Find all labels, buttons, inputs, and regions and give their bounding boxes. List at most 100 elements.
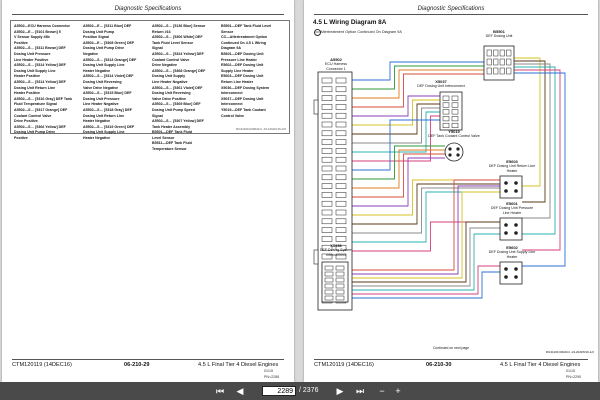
wire: [352, 99, 440, 126]
legend-line: Tank Fluid Level Sensor: [152, 40, 194, 45]
legend-line: Pressure Line Heater: [221, 57, 257, 62]
legend-line: Interconnect: [221, 91, 243, 96]
legend-line: X5037—DEF Dosing Unit: [221, 96, 264, 101]
legend-id: RG31190,0000AF4 -19-12MAY16-2/2: [236, 127, 286, 131]
a5502-pin: [321, 104, 333, 110]
zoom-out-button[interactable]: −: [376, 385, 388, 397]
footer-pn: PN=2290: [566, 375, 582, 379]
legend-line: A5502—S… [5311 Brown] DEF: [14, 46, 66, 51]
legend-line: A5502—E… [5308 Green] DEF: [83, 40, 135, 45]
a5502-pin: [321, 183, 333, 189]
legend-line: Heater Negative: [83, 119, 111, 124]
a5502-pin: [335, 236, 347, 242]
wire: [348, 191, 500, 279]
legend-line: Dosing Unit Pump Drive: [83, 46, 125, 51]
legend-line: A5502—S… [5366 Yellow] DEF: [14, 124, 66, 129]
legend-line: B5501—DEF Tank Fluid Level: [221, 24, 272, 28]
a5502-pin: [335, 253, 347, 260]
legend-line: A5502—S… [5369 Blue] DEF: [152, 102, 201, 107]
x5036-pin: [324, 295, 334, 301]
footer-rule: [314, 359, 588, 360]
legend-line: Coolant Control Valve: [152, 57, 190, 62]
a5502-pin: [321, 174, 333, 181]
wire: [352, 115, 440, 162]
x5037-pin: [442, 116, 450, 122]
legend-line: Level Sensor: [152, 135, 175, 140]
a5502-pin: [335, 192, 347, 198]
wire: [514, 69, 561, 251]
wire: [348, 227, 500, 287]
zoom-out-icon: −: [379, 386, 385, 396]
legend-line: Y5019—DEF Tank Coolant: [221, 107, 266, 112]
a5502-pin: [335, 244, 347, 251]
legend-line: Fluid Temperature Signal: [14, 102, 57, 107]
b5501-pin: [493, 58, 499, 66]
diagram-id: RG31190,000AF4 -19-20APR16-1/2: [545, 350, 594, 354]
legend-line: X5036—DEF Dosing System: [221, 85, 270, 90]
wire: [348, 265, 500, 295]
zoom-in-button[interactable]: +: [392, 385, 404, 397]
legend-line: Dosing Unit Pump: [83, 29, 115, 34]
x5037-pin: [451, 102, 459, 108]
header-rule: [12, 14, 284, 15]
legend-line: Heater Negative: [83, 68, 111, 73]
wire-bundle: [348, 57, 566, 299]
a5502-pin: [335, 218, 347, 225]
legend-line: A5502—S… [5317 Orange] DEF: [14, 107, 68, 112]
wire: [514, 66, 556, 235]
b5501-pin: [486, 58, 492, 66]
legend-line: Interconnect: [221, 102, 243, 107]
x5036-pin: [324, 289, 334, 295]
wire: [352, 157, 445, 207]
x5037-pin: [451, 95, 459, 101]
x5037-pin: [451, 116, 459, 122]
page-number-input[interactable]: [262, 386, 296, 396]
legend-line: Return #16: [152, 29, 171, 34]
right-page: Diagnostic Specifications 4.5 L Wiring D…: [304, 0, 598, 382]
a5502-pin: [335, 121, 347, 128]
legend-line: A5502—S… [5307 Yellow] DEF: [152, 119, 204, 124]
wire: [352, 149, 445, 189]
wire: [514, 72, 566, 267]
a5502-pin: [335, 156, 347, 163]
x5036-pin: [335, 283, 345, 289]
footer-title: 4.5 L Final Tier 4 Diesel Engines: [500, 362, 581, 368]
legend-line: Line Heater Negative: [152, 79, 188, 84]
legend-line: Heater Negative: [83, 135, 111, 140]
wire: [352, 119, 440, 171]
b5501-pin: [486, 49, 492, 57]
a5502-pin: [321, 192, 333, 198]
first-page-button[interactable]: ⏮: [214, 385, 226, 397]
prev-page-button[interactable]: ◀: [234, 385, 246, 397]
legend-line: A5502—S… [5319 Green] DEF: [83, 124, 135, 129]
legend-line: Drive Positive: [14, 119, 38, 124]
legend-line: A5502—ECU Harness Connector: [14, 24, 70, 28]
legend-line: Sensor: [221, 29, 234, 34]
cc-reference-icon: CC: [314, 29, 321, 36]
legend-line: Signal: [152, 46, 163, 51]
legend-line: Positive: [14, 135, 28, 140]
legend-line: A5502—E… [5101 Brown] 5: [14, 29, 61, 34]
legend-line: Dosing Unit Reversing: [83, 79, 122, 84]
diagram-note: Aftertreatment Option Continued On Diagr…: [320, 30, 402, 34]
a5502-pin: [321, 130, 333, 137]
next-page-button[interactable]: ▶: [334, 385, 346, 397]
a5502-pin: [321, 253, 333, 260]
x5037-pin: [451, 109, 459, 115]
last-page-button[interactable]: ⏭: [354, 385, 366, 397]
x5037-connector: [439, 91, 463, 131]
b5501-pin: [506, 67, 512, 75]
legend-line: Control Valve: [221, 113, 244, 118]
legend-line: A5502—S… [5324 Yellow] DEF: [152, 51, 204, 56]
legend-line: Return Line Heater: [221, 79, 254, 84]
legend-line: Signal: [152, 113, 163, 118]
viewer-toolbar: ⏮ ◀ / 2376 ▶ ⏭ − +: [0, 382, 600, 400]
legend-line: Dosing Unit Pump Drive: [14, 130, 56, 135]
x5037-pin: [442, 122, 450, 128]
legend-line: E5603—DEF Dosing Unit: [221, 74, 264, 79]
a5502-pin: [321, 218, 333, 225]
